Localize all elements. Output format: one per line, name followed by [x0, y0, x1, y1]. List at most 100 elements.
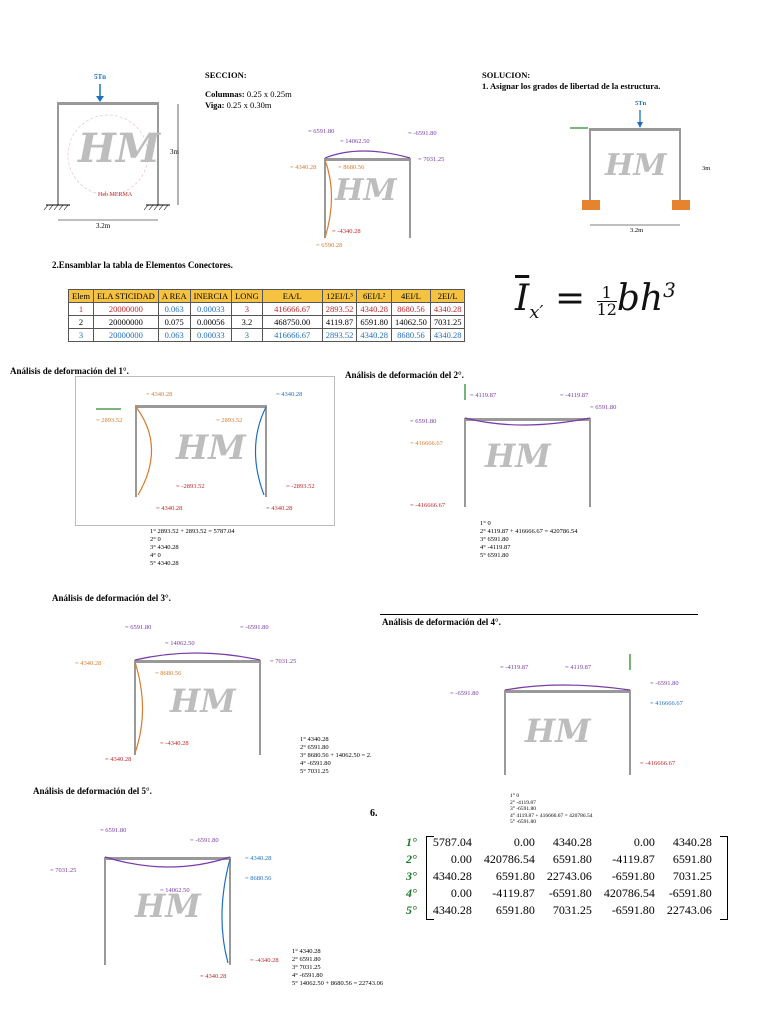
result-line: 3° 6591.80 [480, 536, 509, 543]
result-line: 1° 4340.28 [300, 736, 329, 743]
result-line: 5° 7031.25 [300, 768, 329, 775]
value-label: = 4340.28 [156, 505, 183, 512]
value-label: = -2893.52 [176, 483, 205, 490]
analysis-3-diagram: HM = 6591.80 = 14062.50 = -6591.80 = 434… [75, 620, 315, 770]
col-header: A REA [157, 289, 191, 303]
beam-value: 0.25 x 0.30m [226, 100, 272, 110]
cell: 3 [231, 328, 263, 342]
svg-text:HM: HM [134, 887, 202, 925]
result-line: 2° -4119.87 [510, 799, 536, 806]
col-header: Elem [68, 289, 94, 303]
row-label: 2° [406, 852, 417, 866]
result-line: 5° -6591.80 [510, 819, 537, 825]
result-line: 1° 0 [480, 520, 491, 527]
value-label: = 4340.28 [146, 391, 173, 398]
value-label: = 416666.67 [410, 440, 443, 447]
result-line: 4° 0 [150, 552, 161, 559]
matrix-bracket-right [720, 836, 728, 920]
col-header: 2EI/L [429, 289, 466, 303]
result-line: 3° -6591.80 [510, 806, 537, 812]
analysis-5-diagram: HM = 6591.80 = -6591.80 = 4340.28 = 7031… [50, 815, 300, 990]
result-line: 3° 8680.56 + 14062.50 = 2. [300, 752, 372, 759]
value-label: = 4119.87 [470, 392, 497, 399]
inertia-formula: Ix′ = 1 12 bh3 [515, 278, 676, 323]
cell: 4340.28 [432, 869, 472, 883]
moment-label: = 14062.50 [340, 138, 370, 145]
value-label: = 8680.56 [155, 670, 182, 677]
col-header: ELA STICIDAD [92, 289, 159, 303]
value-label: = 4340.28 [266, 505, 293, 512]
dof-width: 3.2m [630, 227, 644, 234]
cell: 0.00033 [189, 328, 233, 342]
cell: 22743.06 [546, 869, 592, 883]
cell: 8680.56 [390, 328, 431, 342]
col-header: 6EI/L² [356, 289, 392, 303]
cell: 4340.28 [429, 302, 466, 316]
analysis-1-title: Análisis de deformación del 1°. [10, 366, 129, 376]
analysis-5-title: Análisis de deformación del 5°. [33, 786, 152, 796]
height-label: 3m [170, 148, 179, 156]
cell: 0.00 [450, 852, 472, 866]
result-line: 4° -6591.80 [300, 760, 331, 767]
cell: 416666.67 [261, 328, 323, 342]
cell: 420786.54 [603, 886, 655, 900]
cell: 420786.54 [483, 852, 535, 866]
col-header: LONG [231, 289, 263, 303]
dof-load: 5Tn [635, 100, 647, 107]
result-line: 1° 0 [510, 793, 520, 799]
cell: -6591.80 [611, 903, 655, 917]
result-line: 4° -4119.87 [480, 544, 511, 551]
result-line: 5° 6591.80 [480, 552, 509, 559]
value-label: = -416666.67 [410, 502, 446, 509]
row-label: 4° [406, 886, 417, 900]
result-line: 2° 6591.80 [300, 744, 329, 751]
cell: 4340.28 [356, 328, 392, 342]
cell: 4340.28 [552, 835, 592, 849]
result-line: 5° 4340.28 [150, 560, 179, 567]
analysis-4-diagram: HM = -4119.87 = 4119.87 = -6591.80 = -65… [450, 650, 690, 790]
moment-label: = 6591.80 [308, 128, 335, 135]
analysis-1-results: 1° 2893.52 + 2893.52 = 5787.04 2° 0 3° 4… [150, 528, 235, 568]
table-header-row: Elem ELA STICIDAD A REA INERCIA LONG EA/… [68, 289, 466, 303]
cell: 6591.80 [552, 852, 592, 866]
svg-text:HM: HM [77, 125, 162, 172]
load-label: 5Tn [94, 73, 107, 81]
value-label: = -416666.67 [640, 760, 676, 767]
cell: 6591.80 [672, 852, 712, 866]
value-label: = 416666.67 [650, 700, 683, 707]
cell: 2 [68, 315, 94, 329]
result-line: 3° 7031.25 [292, 964, 321, 971]
watermark-label: Heb MERMA [98, 192, 133, 198]
value-label: = 4340.28 [276, 391, 303, 398]
formula-exp: 3 [663, 278, 676, 302]
formula-symbol: I [515, 278, 530, 319]
moment-label: = -4340.28 [332, 228, 361, 235]
cell: 0.00033 [189, 302, 233, 316]
analysis-2-results: 1° 0 2° 4119.87 + 416666.67 = 420786.54 … [480, 520, 577, 560]
formula-rhs: bh [616, 278, 664, 319]
cell: 1 [68, 302, 94, 316]
value-label: = 4340.28 [200, 973, 227, 980]
cell: 468750.00 [261, 315, 323, 329]
step-6-label: 6. [370, 808, 378, 819]
column-value: 0.25 x 0.25m [246, 89, 292, 99]
cell: 416666.67 [261, 302, 323, 316]
result-line: 3° 4340.28 [150, 544, 179, 551]
value-label: = 6591.80 [125, 624, 152, 631]
analysis-4-title: Análisis de deformación del 4°. [382, 617, 501, 627]
cell: 2893.52 [321, 302, 358, 316]
result-line: 2° 4119.87 + 416666.67 = 420786.54 [480, 528, 578, 535]
formula-eq: = [554, 278, 586, 319]
svg-text:HM: HM [175, 428, 247, 468]
moment-diagram-center: HM = 6591.80 = 14062.50 = -6591.80 = 434… [290, 120, 460, 255]
cell: 20000000 [92, 328, 159, 342]
analysis-3-title: Análisis de deformación del 3°. [52, 593, 171, 603]
cell: 5787.04 [432, 835, 472, 849]
cell: 4340.28 [672, 835, 712, 849]
width-label: 3.2m [96, 222, 111, 230]
value-label: = 4340.28 [105, 756, 132, 763]
cell: 14062.50 [390, 315, 431, 329]
value-label: = 14062.50 [165, 640, 195, 647]
